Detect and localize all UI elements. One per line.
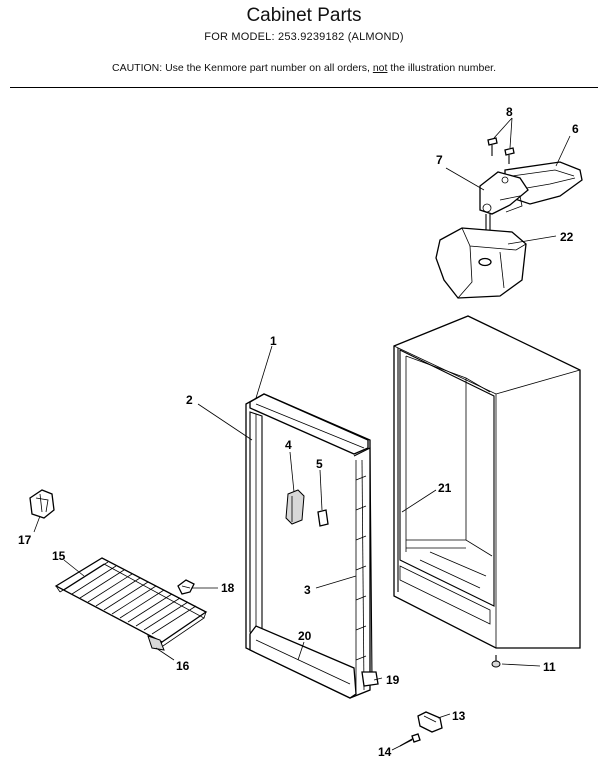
callout-8: 8 bbox=[506, 105, 513, 119]
egg-tray-part-17 bbox=[29, 489, 55, 519]
screws-part-8 bbox=[487, 137, 515, 164]
hinge-mount-block bbox=[435, 227, 527, 299]
callout-19: 19 bbox=[386, 673, 400, 687]
caution-text-prefix: CAUTION: Use the Kenmore part number on … bbox=[111, 62, 373, 74]
hinge-bracket-part-7 bbox=[479, 171, 529, 215]
cabinet-body bbox=[393, 315, 581, 649]
callout-16: 16 bbox=[176, 659, 190, 673]
callout-20: 20 bbox=[298, 629, 312, 643]
callout-14: 14 bbox=[378, 745, 392, 759]
callout-18: 18 bbox=[221, 581, 235, 595]
hinge-assembly bbox=[435, 137, 583, 299]
callout-7: 7 bbox=[436, 153, 443, 167]
page-header: Cabinet Parts FOR MODEL: 253.9239182 (AL… bbox=[0, 0, 608, 90]
callout-6: 6 bbox=[572, 122, 579, 136]
door-latch-part-4 bbox=[285, 489, 305, 525]
callout-17: 17 bbox=[18, 533, 32, 547]
callout-4: 4 bbox=[285, 438, 292, 452]
callout-21: 21 bbox=[438, 481, 452, 495]
callout-2: 2 bbox=[186, 393, 193, 407]
page-title: Cabinet Parts bbox=[246, 5, 362, 26]
callout-3: 3 bbox=[304, 583, 311, 597]
door-assembly bbox=[245, 393, 379, 699]
callout-1: 1 bbox=[270, 334, 277, 348]
header-divider bbox=[10, 87, 598, 88]
callout-13: 13 bbox=[452, 709, 466, 723]
callout-numbers: 1 2 3 4 5 6 7 8 11 13 14 15 16 17 18 19 … bbox=[18, 105, 579, 759]
callout-11: 11 bbox=[543, 660, 556, 674]
callout-22: 22 bbox=[560, 230, 574, 244]
leveling-foot-part-11 bbox=[491, 655, 501, 668]
caution-text-suffix: the illustration number. bbox=[387, 62, 497, 74]
caution-note: CAUTION: Use the Kenmore part number on … bbox=[0, 62, 608, 74]
clip-part-18 bbox=[177, 579, 195, 595]
door-plate-part-5 bbox=[317, 509, 329, 527]
shelf-wires bbox=[63, 561, 197, 635]
model-subtitle: FOR MODEL: 253.9239182 (ALMOND) bbox=[204, 31, 404, 43]
callout-5: 5 bbox=[316, 457, 323, 471]
callout-15: 15 bbox=[52, 549, 66, 563]
caution-text-emphasis: not bbox=[372, 62, 388, 74]
leg-part-13 bbox=[417, 711, 443, 733]
leader-lines bbox=[33, 117, 571, 751]
shelf-bracket-part-16 bbox=[147, 635, 165, 651]
